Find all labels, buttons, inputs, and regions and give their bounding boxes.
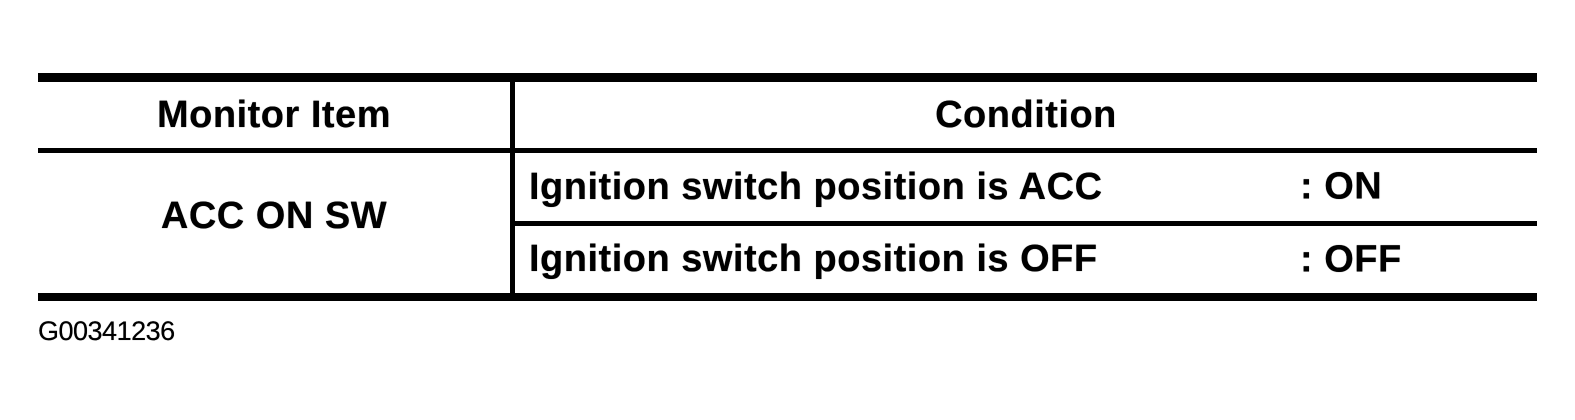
header-cell-monitor-item: Monitor Item <box>38 82 510 153</box>
condition-text-1: Ignition switch position is ACC <box>529 165 1103 208</box>
table-grid: Monitor Item Condition ACC ON SW Ignitio… <box>38 82 1537 293</box>
monitor-item-value: ACC ON SW <box>160 194 388 237</box>
figure-id-label: G00341236 <box>38 316 175 346</box>
condition-row-2: Ignition switch position is OFF : OFF <box>510 226 1537 293</box>
condition-text-2: Ignition switch position is OFF <box>529 238 1098 280</box>
header-monitor-item-label: Monitor Item <box>157 93 391 136</box>
header-condition-label: Condition <box>935 93 1117 136</box>
condition-value-2: : OFF <box>1300 238 1402 280</box>
monitor-item-condition-table: Monitor Item Condition ACC ON SW Ignitio… <box>38 73 1537 301</box>
header-cell-condition: Condition <box>510 82 1537 153</box>
monitor-item-cell: ACC ON SW <box>38 153 510 293</box>
condition-row-1: Ignition switch position is ACC : ON <box>510 153 1537 226</box>
condition-value-1: : ON <box>1300 165 1383 208</box>
